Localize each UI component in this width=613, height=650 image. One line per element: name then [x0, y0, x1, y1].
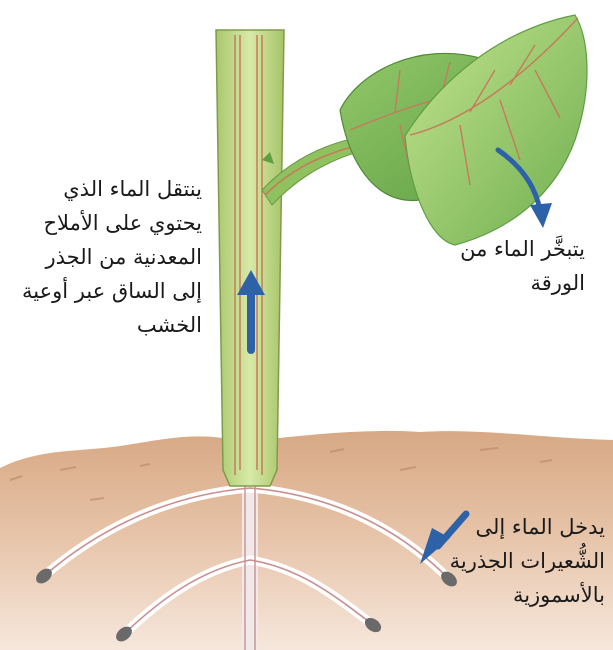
stem — [216, 30, 284, 486]
root-osmosis-line-2: الشُّعيرات الجذرية — [450, 544, 605, 578]
stem-transport-line-3: المعدنية من الجذر — [22, 240, 202, 274]
root-osmosis-line-3: بالأسموزية — [450, 578, 605, 612]
leaf-evaporation-line-2: الورقة — [460, 266, 585, 300]
leaf-evaporation-line-1: يتبخَّر الماء من — [460, 232, 585, 266]
root-osmosis-label: يدخل الماء إلى الشُّعيرات الجذرية بالأسم… — [450, 510, 605, 612]
stem-transport-line-4: إلى الساق عبر أوعية — [22, 274, 202, 308]
stem-transport-line-1: ينتقل الماء الذي — [22, 172, 202, 206]
root-osmosis-line-1: يدخل الماء إلى — [450, 510, 605, 544]
stem-transport-line-5: الخشب — [22, 308, 202, 342]
leaf-evaporation-label: يتبخَّر الماء من الورقة — [460, 232, 585, 300]
stem-transport-line-2: يحتوي على الأملاح — [22, 206, 202, 240]
leaf-front — [405, 15, 587, 245]
stem-transport-label: ينتقل الماء الذي يحتوي على الأملاح المعد… — [22, 172, 202, 342]
